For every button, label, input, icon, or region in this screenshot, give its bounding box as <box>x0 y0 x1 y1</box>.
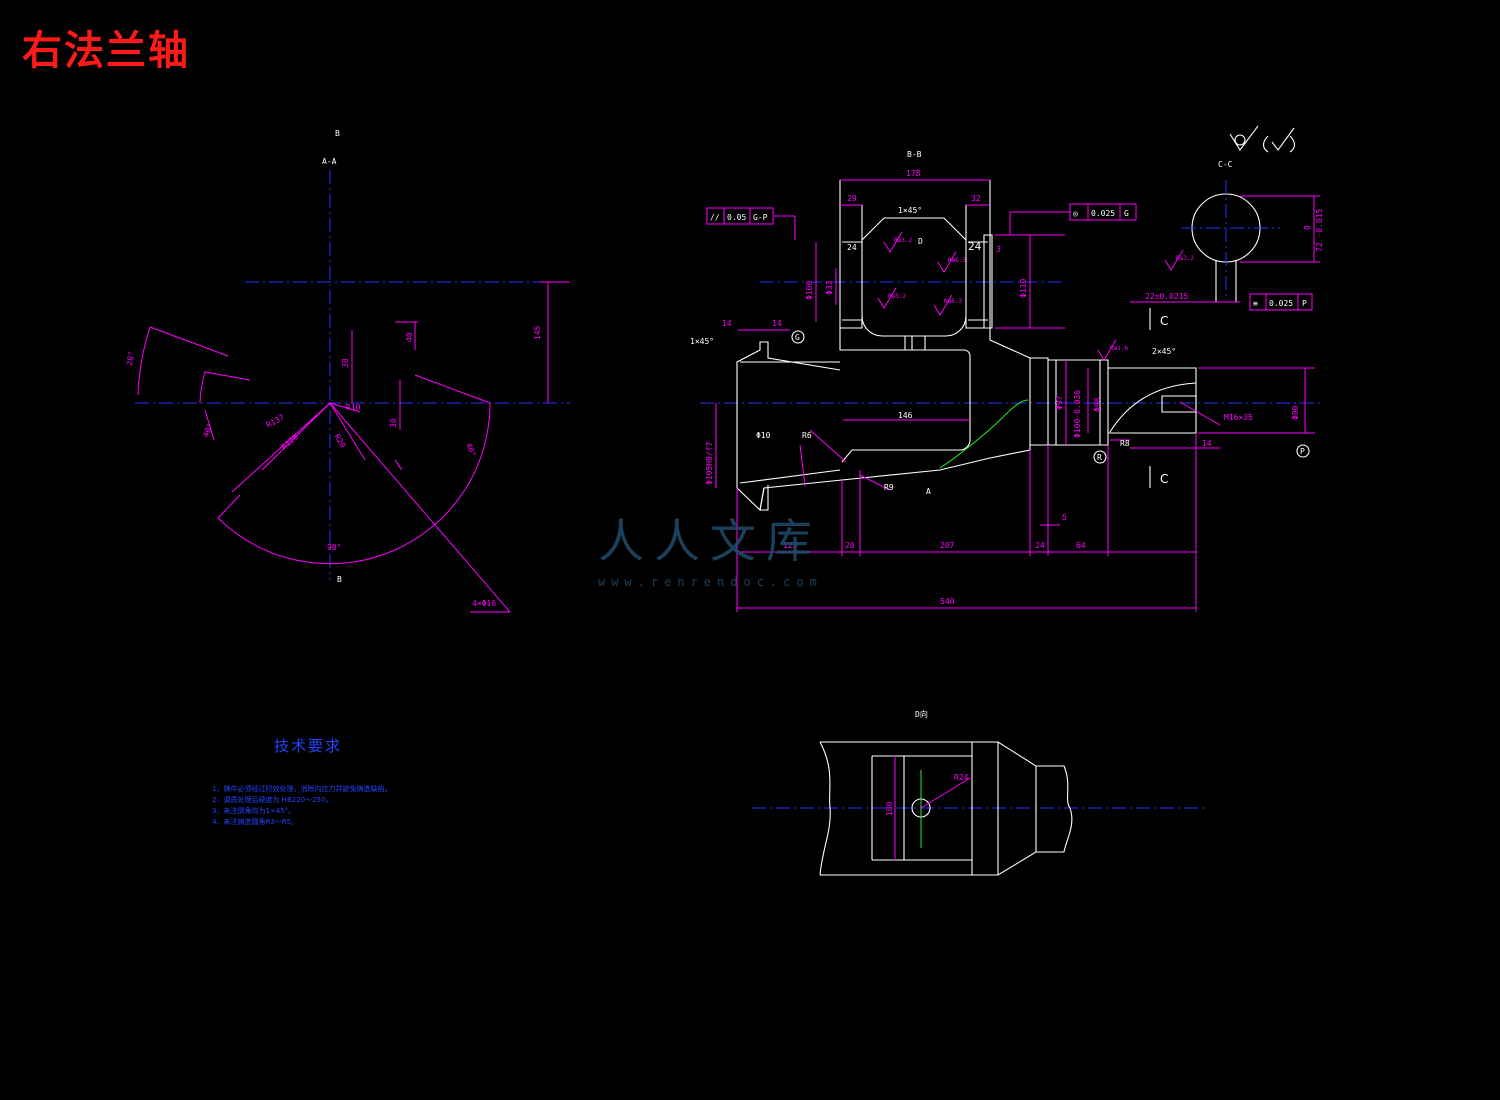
dim-main-2: 32 <box>971 194 981 203</box>
dim-aa-3: R137 <box>265 413 286 430</box>
dim-main-6: 3 <box>996 245 1001 254</box>
dim-main-19: 123 <box>783 541 798 550</box>
gdt-concentric-symbol: ◎ <box>1073 209 1078 218</box>
dim-main-7: Φ100 <box>805 281 814 300</box>
dim-aa-6: R20 <box>332 433 347 450</box>
cc-label: C-C <box>1218 160 1233 169</box>
ra-2: Ra3.2 <box>888 293 906 300</box>
roughness-symbols: Ra3.2 Ra6.3 Ra3.2 Ra6.3 Ra1.6 Ra3.2 <box>877 231 1194 361</box>
dim-aa-1: 40 <box>405 332 414 342</box>
dim-aa-5: R10 <box>346 403 361 412</box>
dim-main-8: Φ33 <box>825 280 834 295</box>
ra-1: Ra6.3 <box>948 257 966 264</box>
dim-main-29: 2×45° <box>1152 347 1176 356</box>
d-label: D向 <box>915 709 928 719</box>
dim-aa-10: 40° <box>464 442 477 459</box>
technical-requirements: 技术要求 1、铸件必须经过时效处理，消除内应力并避免铸造缺陷。 2、调质处理后硬… <box>212 735 391 828</box>
dim-main-11: 14 <box>772 319 782 328</box>
gdt-concentric-value: 0.025 <box>1091 209 1115 218</box>
dim-aa-0: 145 <box>533 325 542 340</box>
ra-5: Ra3.2 <box>1176 255 1194 262</box>
dim-main-24: 540 <box>940 597 955 606</box>
tech-item: 2、调质处理后硬度为 HB220～250。 <box>212 796 333 804</box>
tech-title: 技术要求 <box>274 737 343 755</box>
gdt-concentric-datum: G <box>1124 209 1129 218</box>
dim-main-34: D <box>918 237 923 246</box>
section-mark-c-top: C <box>1160 314 1168 328</box>
dim-cc-1: 0 <box>1303 225 1312 230</box>
dim-main-31: 14 <box>1202 439 1212 448</box>
dim-main-26: Φ97 <box>1055 395 1064 410</box>
dim-main-12: 1×45° <box>690 337 714 346</box>
section-mark-c-bottom: C <box>1160 472 1168 486</box>
gdt-symmetry-datum: P <box>1302 299 1307 308</box>
tech-item: 1、铸件必须经过时效处理，消除内应力并避免铸造缺陷。 <box>212 785 392 793</box>
drawing-title: 右法兰轴 <box>22 27 190 74</box>
ra-4: Ra1.6 <box>1110 345 1128 352</box>
aa-bottom-label: B <box>337 575 342 584</box>
dim-main-18: Φ105H8/f7 <box>705 441 714 485</box>
dim-main-17: A <box>926 487 931 496</box>
datum-g: G <box>795 333 800 342</box>
dim-aa-2: 30 <box>341 358 350 368</box>
dim-main-14: Φ10 <box>756 431 771 440</box>
aa-section-label: A-A <box>322 157 337 166</box>
dim-main-33: Φ80 <box>1291 405 1300 420</box>
dim-main-32: M16×35 <box>1224 413 1253 422</box>
dim-cc-2: 72 -0.015 <box>1315 208 1324 252</box>
gdt-parallel-datum: G-P <box>753 213 768 222</box>
dim-aa-12: 4×Φ16 <box>472 599 496 608</box>
ra-3: Ra6.3 <box>944 298 962 305</box>
dim-main-1: 29 <box>847 194 857 203</box>
dim-main-0: 178 <box>906 169 921 178</box>
gdt-symmetry-frame <box>1249 293 1313 311</box>
roughness-general-icon <box>1229 125 1259 151</box>
bb-label: B-B <box>907 150 922 159</box>
dim-main-27: Φ100-0.036 <box>1073 390 1082 438</box>
view-b-b: B-B G R P C C <box>690 150 1320 612</box>
view-a-a: B A-A B 145 40 30 R137 R126 R10 R20 30 2… <box>125 129 570 613</box>
dim-aa-7: 30 <box>389 418 398 428</box>
view-c-c: C-C 22±0.0215 0 72 -0.015 ≡ 0.025 P <box>1130 125 1324 311</box>
dim-cc-0: 22±0.0215 <box>1145 292 1189 301</box>
dim-main-9: Φ110 <box>1019 279 1028 298</box>
dim-main-25: 5 <box>1062 513 1067 522</box>
dim-main-21: 207 <box>940 541 955 550</box>
dim-aa-11: 90° <box>327 543 341 552</box>
dim-main-5: 24 <box>968 240 982 253</box>
gdt-symmetry-symbol: ≡ <box>1253 299 1258 308</box>
dim-main-23: 64 <box>1076 541 1086 550</box>
tech-items: 1、铸件必须经过时效处理，消除内应力并避免铸造缺陷。 2、调质处理后硬度为 HB… <box>212 784 391 828</box>
dim-aa-8: 28° <box>125 351 136 367</box>
dim-main-13: 146 <box>898 411 913 420</box>
gdt-parallel-value: 0.05 <box>727 213 746 222</box>
dim-d-0: R24 <box>954 773 969 782</box>
dim-main-20: 20 <box>845 541 855 550</box>
tech-item: 3、未注倒角均为1×45°。 <box>212 807 296 815</box>
tech-item: 4、未注铸造圆角R3～R5。 <box>212 818 299 826</box>
gdt-parallel-symbol: // <box>710 213 720 222</box>
dim-main-10: 14 <box>722 319 732 328</box>
dim-main-15: R6 <box>802 431 812 440</box>
dim-d-1: 180 <box>885 801 894 816</box>
gdt-concentric-frame <box>1069 203 1137 221</box>
datum-p: P <box>1300 447 1305 456</box>
dim-main-30: R8 <box>1120 439 1130 448</box>
ra-0: Ra3.2 <box>894 237 912 244</box>
dim-main-3: 1×45° <box>898 206 922 215</box>
dim-main-22: 24 <box>1035 541 1045 550</box>
dim-main-28: Φ98 <box>1093 397 1102 412</box>
view-d: D向 R24 180 <box>752 709 1205 876</box>
aa-top-label: B <box>335 129 340 138</box>
dim-main-16: R9 <box>884 483 894 492</box>
watermark: 人人文库 www.renrendoc.com <box>598 505 823 589</box>
datum-r: R <box>1097 453 1102 462</box>
gdt-parallel-frame <box>706 207 774 225</box>
dim-main-4: 24 <box>847 243 857 252</box>
watermark-url: www.renrendoc.com <box>598 575 823 589</box>
watermark-logo: 人人文库 <box>598 514 822 568</box>
gdt-symmetry-value: 0.025 <box>1269 299 1293 308</box>
